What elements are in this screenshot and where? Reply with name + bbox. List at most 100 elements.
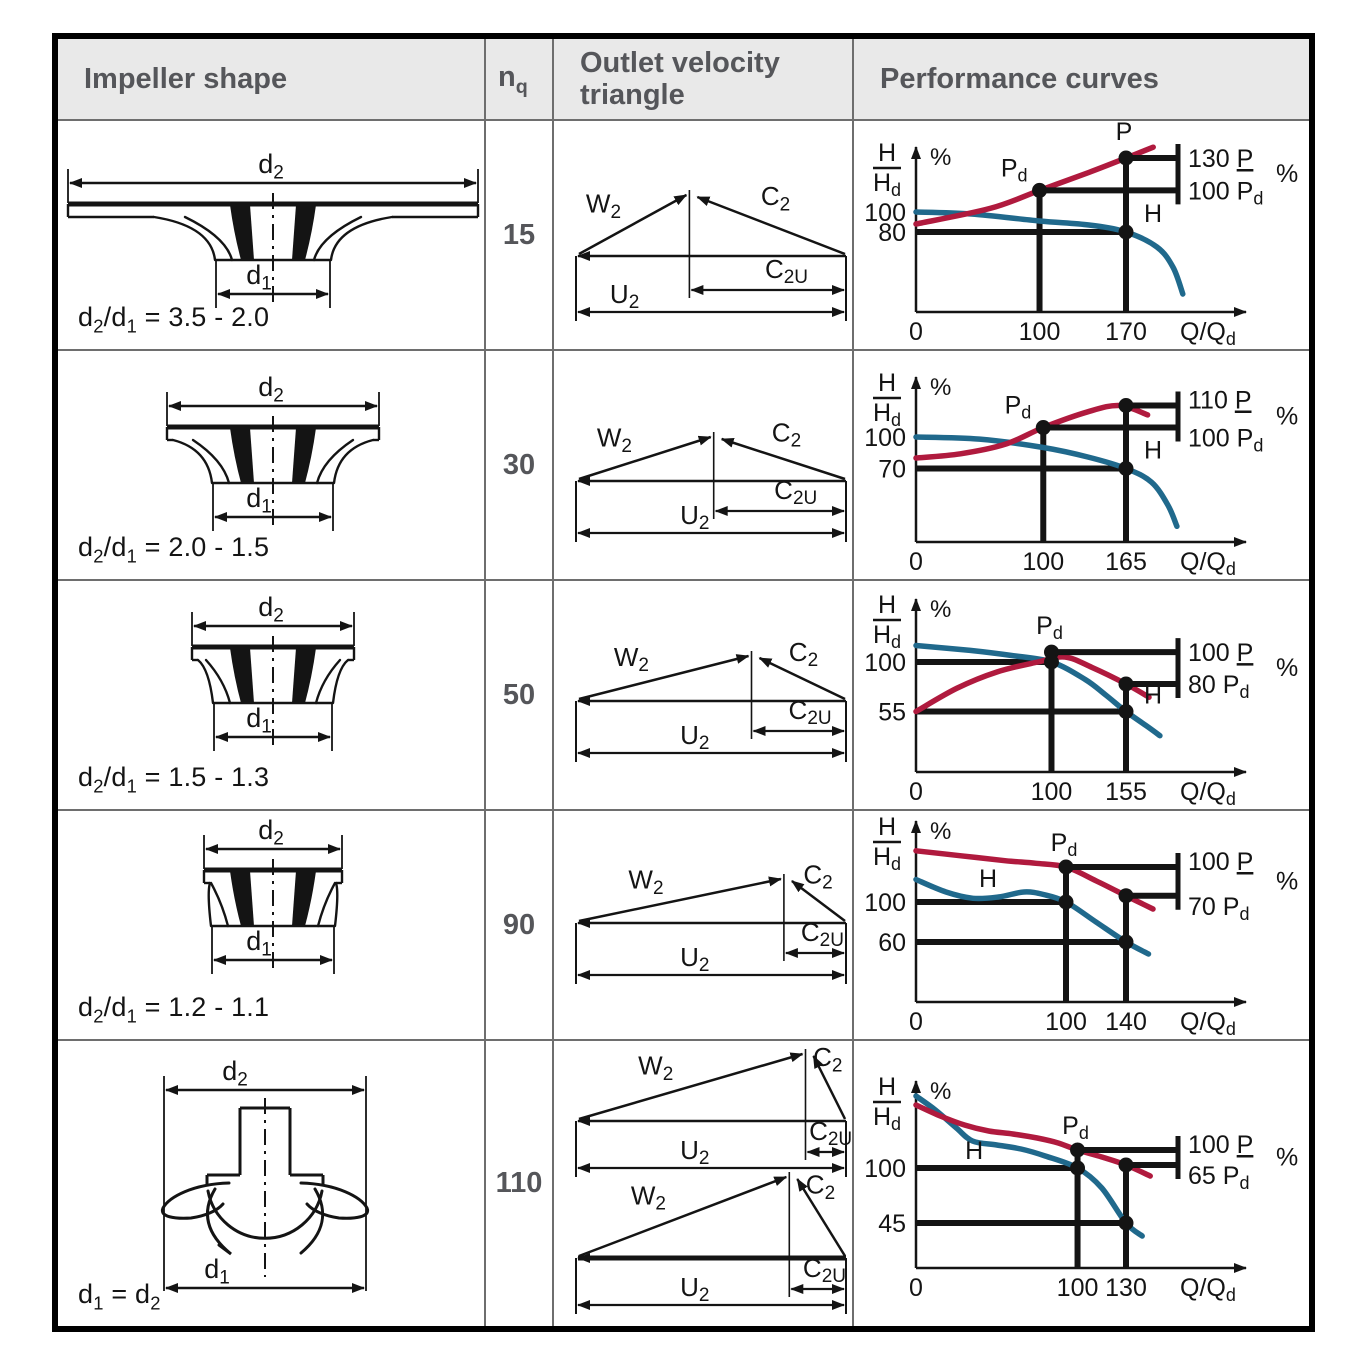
nq-value: 90 — [502, 908, 536, 941]
svg-text:100: 100 — [1019, 318, 1061, 345]
svg-text:100 P: 100 P — [1188, 639, 1253, 667]
svg-text:Pd: Pd — [1036, 612, 1063, 643]
svg-text:C2U: C2U — [789, 695, 832, 729]
svg-text:d1: d1 — [204, 1254, 230, 1288]
svg-text:U2: U2 — [680, 942, 709, 976]
svg-text:%: % — [1276, 403, 1298, 431]
header-impeller-shape: Impeller shape — [58, 39, 486, 121]
svg-text:100: 100 — [864, 1155, 906, 1183]
impeller-drawing: d2 d1 — [66, 149, 480, 308]
svg-text:Pd: Pd — [1051, 829, 1078, 860]
nq-value: 15 — [502, 218, 536, 251]
header-outlet-velocity-triangle-label: Outlet velocity triangle — [580, 46, 780, 111]
svg-text:100: 100 — [864, 424, 906, 452]
svg-text:%: % — [1276, 867, 1298, 895]
svg-text:100 Pd: 100 Pd — [1188, 425, 1263, 456]
svg-text:W2: W2 — [628, 865, 663, 899]
svg-text:0: 0 — [909, 318, 923, 345]
svg-text:H: H — [1144, 682, 1162, 710]
svg-text:70: 70 — [878, 456, 906, 484]
svg-text:0: 0 — [909, 778, 923, 805]
svg-text:%: % — [930, 818, 951, 845]
svg-text:Hd: Hd — [873, 399, 901, 430]
svg-text:110 P: 110 P — [1188, 387, 1252, 415]
svg-text:0: 0 — [909, 1274, 923, 1302]
svg-text:U2: U2 — [680, 1135, 709, 1169]
nq-value: 50 — [502, 678, 536, 711]
svg-text:100: 100 — [864, 649, 906, 677]
svg-text:0: 0 — [909, 548, 923, 575]
svg-text:C2: C2 — [813, 1042, 842, 1076]
svg-text:d2: d2 — [258, 592, 284, 626]
svg-text:80 Pd: 80 Pd — [1188, 671, 1249, 702]
svg-text:d1: d1 — [246, 926, 272, 960]
svg-text:170: 170 — [1105, 318, 1147, 345]
svg-text:d2: d2 — [258, 372, 284, 406]
nq-value-cell: 30 — [486, 351, 554, 581]
header-nq: nq — [486, 39, 554, 121]
svg-text:C2: C2 — [806, 1170, 835, 1204]
diameter-ratio-label: d2/d1 = 1.2 - 1.1 — [78, 991, 270, 1026]
nq-value-cell: 90 — [486, 811, 554, 1041]
svg-text:H: H — [878, 139, 896, 167]
svg-text:d1: d1 — [246, 260, 272, 294]
diameter-ratio-label: d2/d1 = 2.0 - 1.5 — [78, 531, 270, 566]
header-outlet-velocity-triangle: Outlet velocity triangle — [554, 39, 854, 121]
svg-text:H: H — [1144, 437, 1162, 465]
svg-text:100: 100 — [864, 889, 906, 917]
svg-text:C2: C2 — [789, 637, 818, 671]
svg-text:Pd: Pd — [1001, 154, 1028, 185]
svg-text:Pd: Pd — [1062, 1112, 1089, 1143]
header-performance-curves: Performance curves — [854, 39, 1309, 121]
svg-text:%: % — [930, 374, 951, 401]
svg-text:100 P: 100 P — [1188, 848, 1253, 876]
svg-text:d2: d2 — [258, 149, 284, 183]
svg-text:P: P — [1116, 121, 1133, 146]
svg-text:Q/Qd: Q/Qd — [1180, 548, 1236, 575]
svg-text:H: H — [1144, 200, 1162, 228]
svg-text:Hd: Hd — [873, 169, 901, 200]
svg-text:60: 60 — [878, 929, 906, 957]
svg-text:H: H — [878, 1073, 896, 1101]
svg-text:Q/Qd: Q/Qd — [1180, 778, 1236, 805]
diameter-ratio-label: d1 = d2 — [78, 1278, 161, 1313]
svg-text:C2U: C2U — [801, 917, 844, 951]
svg-text:100: 100 — [1022, 548, 1064, 575]
svg-text:%: % — [930, 144, 951, 171]
svg-text:%: % — [930, 1078, 951, 1105]
svg-text:100 P: 100 P — [1188, 1131, 1253, 1159]
nq-value-cell: 110 — [486, 1041, 554, 1326]
svg-text:Q/Qd: Q/Qd — [1180, 1274, 1236, 1305]
svg-text:C2U: C2U — [774, 475, 817, 509]
svg-text:Hd: Hd — [873, 843, 901, 874]
diameter-ratio-label: d2/d1 = 1.5 - 1.3 — [78, 761, 270, 796]
svg-text:%: % — [930, 596, 951, 623]
svg-text:Pd: Pd — [1005, 392, 1032, 423]
svg-text:100: 100 — [1045, 1008, 1087, 1035]
svg-text:C2U: C2U — [809, 1116, 852, 1150]
svg-text:W2: W2 — [597, 423, 632, 457]
svg-text:W2: W2 — [631, 1180, 666, 1214]
svg-text:80: 80 — [878, 219, 906, 247]
